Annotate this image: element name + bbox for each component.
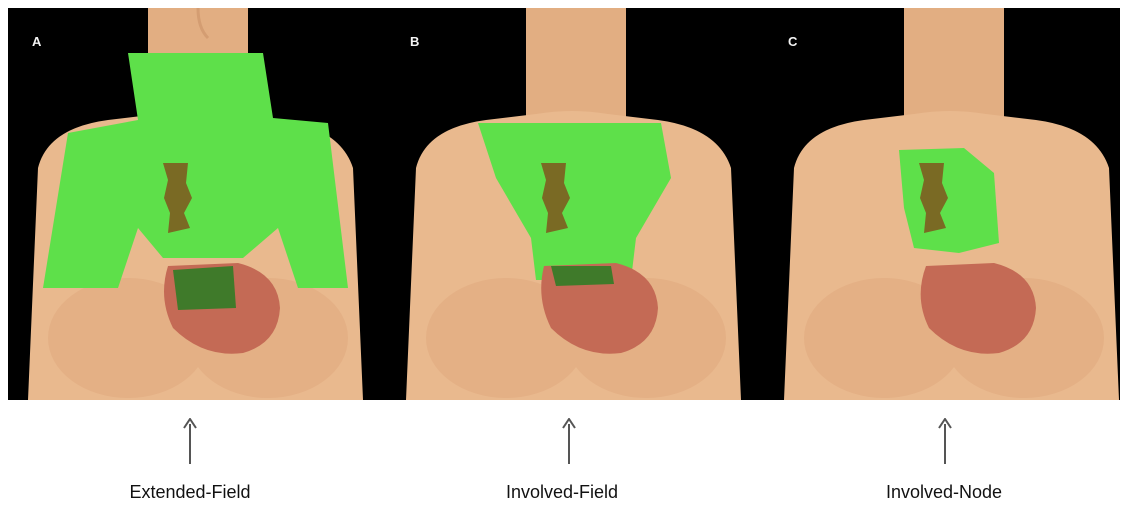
up-arrow-icon	[562, 418, 576, 466]
up-arrow-icon	[938, 418, 952, 466]
torso-image-c	[764, 8, 1120, 400]
panel-letter-a: A	[32, 34, 41, 49]
panel-letter-b: B	[410, 34, 419, 49]
panel-a: A	[8, 8, 380, 400]
panel-b: B	[386, 8, 758, 400]
caption-involved-field: Involved-Field	[412, 482, 712, 503]
panel-letter-c: C	[788, 34, 797, 49]
panel-strip: A B	[8, 8, 1120, 400]
torso-image-a	[8, 8, 380, 400]
torso-image-b	[386, 8, 758, 400]
caption-extended-field: Extended-Field	[40, 482, 340, 503]
up-arrow-icon	[183, 418, 197, 466]
caption-involved-node: Involved-Node	[794, 482, 1094, 503]
extended-field-a	[43, 53, 348, 288]
panel-c: C	[764, 8, 1120, 400]
